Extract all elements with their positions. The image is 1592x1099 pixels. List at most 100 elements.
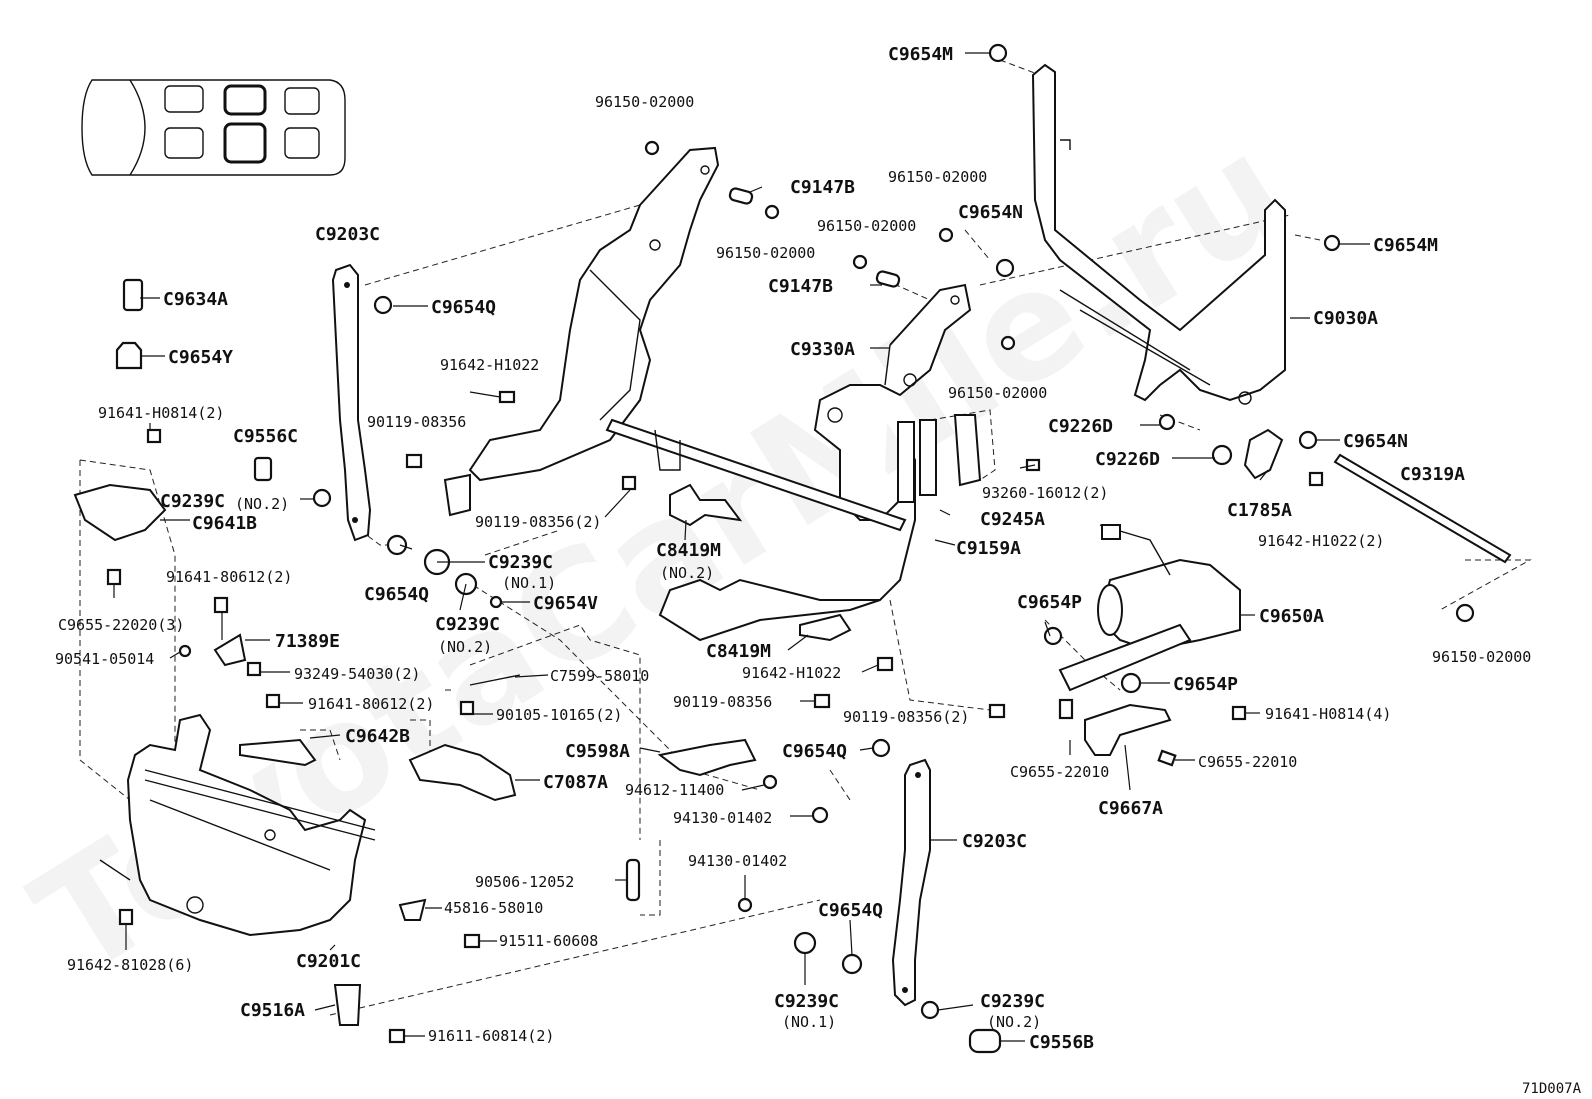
label-71389E[interactable]: 71389E: [275, 631, 340, 652]
label-91641-H0814-2[interactable]: 91641-H0814(2): [98, 404, 224, 422]
label-91642-81028-6[interactable]: 91642-81028(6): [67, 956, 193, 974]
label-91611-60814-2[interactable]: 91611-60814(2): [428, 1027, 554, 1045]
label-91641-80612-2-a[interactable]: 91641-80612(2): [166, 568, 292, 586]
label-C9642B[interactable]: C9642B: [345, 726, 410, 747]
fasteners: [73, 43, 1475, 1054]
upper-frame-c9030a: [1031, 63, 1286, 405]
label-C9030A[interactable]: C9030A: [1313, 308, 1378, 329]
label-96150-02000-b[interactable]: 96150-02000: [888, 168, 987, 186]
label-C9655-22010-b[interactable]: C9655-22010: [1198, 753, 1297, 771]
label-C9654P-b[interactable]: C9654P: [1173, 674, 1238, 695]
label-C9516A[interactable]: C9516A: [240, 1000, 305, 1021]
label-45816-58010[interactable]: 45816-58010: [444, 899, 543, 917]
label-C9654Q-b[interactable]: C9654Q: [364, 584, 429, 605]
label-96150-02000-f[interactable]: 96150-02000: [1432, 648, 1531, 666]
label-C8419M-a[interactable]: C8419M: [656, 540, 721, 561]
label-C9226D-a[interactable]: C9226D: [1048, 416, 1113, 437]
label-C9239C-no1-a[interactable]: C9239C: [488, 552, 553, 573]
label-no1-b[interactable]: (NO.1): [782, 1013, 836, 1031]
label-90119-08356-a[interactable]: 90119-08356: [367, 413, 466, 431]
label-C1785A[interactable]: C1785A: [1227, 500, 1292, 521]
label-C9634A[interactable]: C9634A: [163, 289, 228, 310]
base-frame-c9201c: [99, 713, 376, 937]
cross-rod: [605, 418, 907, 532]
label-C9667A[interactable]: C9667A: [1098, 798, 1163, 819]
small-brackets: [213, 473, 852, 802]
label-90119-08356-2-a[interactable]: 90119-08356(2): [475, 513, 601, 531]
label-91642-H1022-2[interactable]: 91642-H1022(2): [1258, 532, 1384, 550]
label-90119-08356-2-b[interactable]: 90119-08356(2): [843, 708, 969, 726]
bracket-c9667a: [1084, 703, 1172, 756]
label-90541-05014[interactable]: 90541-05014: [55, 650, 154, 668]
label-94130-01402-a[interactable]: 94130-01402: [673, 809, 772, 827]
label-C9654Q-a[interactable]: C9654Q: [431, 297, 496, 318]
side-bar-left: [331, 263, 372, 542]
label-no1-a[interactable]: (NO.1): [502, 574, 556, 592]
label-C9654Q-d[interactable]: C9654Q: [818, 900, 883, 921]
label-C9201C[interactable]: C9201C: [296, 951, 361, 972]
label-90506-12052[interactable]: 90506-12052: [475, 873, 574, 891]
label-91641-H0814-4[interactable]: 91641-H0814(4): [1265, 705, 1391, 723]
label-no2-d[interactable]: (NO.2): [987, 1013, 1041, 1031]
label-C9245A[interactable]: C9245A: [980, 509, 1045, 530]
plates-c9245a-c9159a: [897, 414, 982, 503]
label-C9330A[interactable]: C9330A: [790, 339, 855, 360]
label-96150-02000-a[interactable]: 96150-02000: [595, 93, 694, 111]
label-C9654V[interactable]: C9654V: [533, 593, 598, 614]
label-C7087A[interactable]: C7087A: [543, 772, 608, 793]
label-C9319A[interactable]: C9319A: [1400, 464, 1465, 485]
label-C9654P-a[interactable]: C9654P: [1017, 592, 1082, 613]
label-90105-10165-2[interactable]: 90105-10165(2): [496, 706, 622, 724]
label-C9641B[interactable]: C9641B: [192, 513, 257, 534]
label-91642-H1022-a[interactable]: 91642-H1022: [440, 356, 539, 374]
label-C9147B-a[interactable]: C9147B: [790, 177, 855, 198]
label-no2-a[interactable]: (NO.2): [235, 495, 289, 513]
label-C9654Q-c[interactable]: C9654Q: [782, 741, 847, 762]
label-C9556B[interactable]: C9556B: [1029, 1032, 1094, 1053]
diagram-code: 71D007A: [1522, 1081, 1582, 1097]
label-C9203C-b[interactable]: C9203C: [962, 831, 1027, 852]
label-C9159A[interactable]: C9159A: [956, 538, 1021, 559]
label-C9654M-top[interactable]: C9654M: [888, 44, 953, 65]
label-no2-c[interactable]: (NO.2): [438, 638, 492, 656]
side-bar-right: [891, 758, 931, 1007]
label-C9556C[interactable]: C9556C: [233, 426, 298, 447]
label-C9203C-a[interactable]: C9203C: [315, 224, 380, 245]
label-C7599-58010[interactable]: C7599-58010: [550, 667, 649, 685]
label-C9654Y[interactable]: C9654Y: [168, 347, 233, 368]
label-C9239C-no2-b[interactable]: C9239C: [435, 614, 500, 635]
label-C9650A[interactable]: C9650A: [1259, 606, 1324, 627]
label-C9598A[interactable]: C9598A: [565, 741, 630, 762]
label-94612-11400[interactable]: 94612-11400: [625, 781, 724, 799]
label-96150-02000-e[interactable]: 96150-02000: [948, 384, 1047, 402]
label-91642-H1022-b[interactable]: 91642-H1022: [742, 664, 841, 682]
label-no2-b[interactable]: (NO.2): [660, 564, 714, 582]
label-94130-01402-b[interactable]: 94130-01402: [688, 852, 787, 870]
label-91511-60608[interactable]: 91511-60608: [499, 932, 598, 950]
vehicle-locator-icon: [81, 79, 346, 176]
label-C9655-22010-a[interactable]: C9655-22010: [1010, 763, 1109, 781]
label-90119-08356-b[interactable]: 90119-08356: [673, 693, 772, 711]
label-C9239C-no2-a[interactable]: C9239C: [160, 491, 225, 512]
label-C9226D-b[interactable]: C9226D: [1095, 449, 1160, 470]
label-C8419M-b[interactable]: C8419M: [706, 641, 771, 662]
label-96150-02000-d[interactable]: 96150-02000: [716, 244, 815, 262]
rod-c9319a: [1333, 453, 1512, 564]
leader-lines: [113, 52, 1370, 1042]
label-C9654N-a[interactable]: C9654N: [958, 202, 1023, 223]
label-C9655-22020-3[interactable]: C9655-22020(3): [58, 616, 184, 634]
label-93249-54030-2[interactable]: 93249-54030(2): [294, 665, 420, 683]
label-C9654N-b[interactable]: C9654N: [1343, 431, 1408, 452]
label-C9147B-b[interactable]: C9147B: [768, 276, 833, 297]
part-labels: C9654M 96150-02000 C9147B 96150-02000 96…: [55, 44, 1582, 1097]
link-c1785a: [1243, 428, 1284, 480]
label-93260-16012-2[interactable]: 93260-16012(2): [982, 484, 1108, 502]
label-96150-02000-c[interactable]: 96150-02000: [817, 217, 916, 235]
label-91641-80612-2-b[interactable]: 91641-80612(2): [308, 695, 434, 713]
motor-c9650a: [1058, 524, 1241, 692]
label-C9239C-no1-b[interactable]: C9239C: [774, 991, 839, 1012]
seat-back-frame: [468, 146, 720, 482]
label-C9239C-no2-c[interactable]: C9239C: [980, 991, 1045, 1012]
label-C9654M-right[interactable]: C9654M: [1373, 235, 1438, 256]
